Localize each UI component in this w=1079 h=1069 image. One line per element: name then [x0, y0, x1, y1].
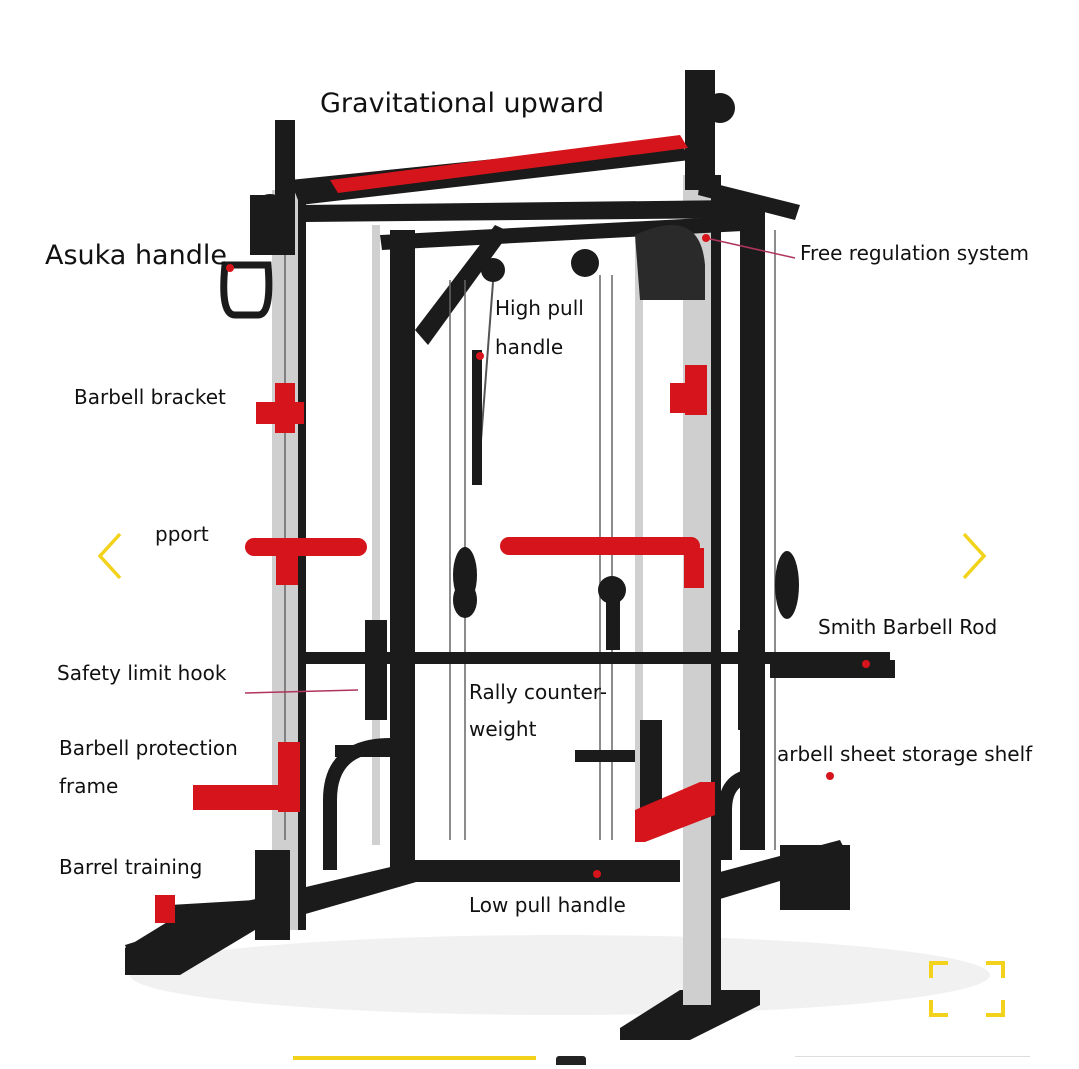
label-barrel-training: Barrel training: [59, 855, 203, 879]
label-asuka-handle: Asuka handle: [45, 240, 227, 271]
label-free-regulation-system: Free regulation system: [800, 241, 1030, 265]
label-gravitational-upward: Gravitational upward: [320, 88, 605, 119]
fullscreen-icon: [929, 961, 1005, 1017]
label-safety-limit-hook: Safety limit hook: [57, 661, 227, 685]
label-support: pport: [155, 522, 209, 546]
fullscreen-button[interactable]: [928, 960, 1006, 1018]
label-smith-barbell-rod: Smith Barbell Rod: [818, 615, 998, 639]
label-rally-counterweight-line2: weight: [469, 717, 537, 741]
previous-image-button[interactable]: [92, 528, 132, 584]
label-rally-counterweight-line1: Rally counter-: [469, 680, 607, 704]
label-low-pull-handle: Low pull handle: [469, 893, 626, 917]
label-barbell-protection-line1: Barbell protection: [59, 736, 238, 760]
thumbnail[interactable]: [556, 1056, 586, 1065]
label-barbell-sheet-storage-shelf: arbell sheet storage shelf: [777, 742, 1033, 766]
chevron-left-icon: [97, 532, 122, 580]
label-barbell-protection-line2: frame: [59, 774, 119, 798]
chevron-right-icon: [962, 532, 987, 580]
label-barbell-bracket: Barbell bracket: [74, 385, 226, 409]
thumbnail-active[interactable]: [293, 1056, 536, 1069]
label-high-pull-line1: High pull: [495, 296, 584, 320]
thumbnail[interactable]: [795, 1056, 1030, 1066]
next-image-button[interactable]: [952, 528, 992, 584]
label-high-pull-line2: handle: [495, 335, 564, 359]
